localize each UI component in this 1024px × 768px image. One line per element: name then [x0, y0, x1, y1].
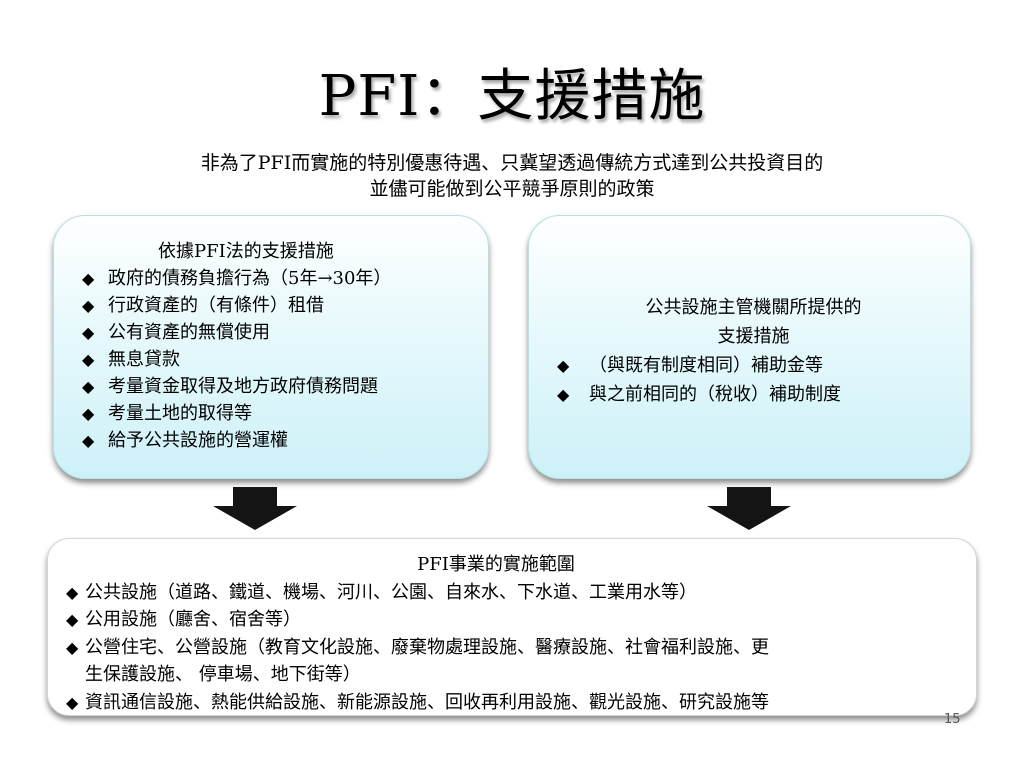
- slide-title: PFI：支援措施: [318, 64, 706, 129]
- list-item: ◆無息貸款: [82, 346, 478, 373]
- diamond-bullet-icon: ◆: [82, 431, 95, 450]
- list-item: ◆（與既有制度相同）補助金等: [557, 351, 950, 380]
- list-item: ◆公營住宅、公營設施（教育文化設施、廢棄物處理設施、醫療設施、社會福利設施、更: [66, 634, 956, 662]
- diamond-bullet-icon: ◆: [557, 356, 570, 375]
- list-item: ◆考量資金取得及地方政府債務問題: [82, 373, 478, 400]
- list-item: ◆公用設施（廳舍、宿舍等）: [66, 606, 956, 634]
- list-item: ◆給予公共設施的營運權: [82, 427, 478, 454]
- list-item-continuation: 生保護設施、 停車場、地下街等）: [85, 664, 361, 685]
- list-item: ◆考量土地的取得等: [82, 400, 478, 427]
- pfi-law-support-heading: 依據PFI法的支援措施: [158, 241, 334, 262]
- implementation-scope-list: ◆公共設施（道路、鐵道、機場、河川、公園、自來水、下水道、工業用水等） ◆公用設…: [66, 579, 956, 717]
- diamond-bullet-icon: ◆: [66, 637, 79, 657]
- agency-support-heading: 公共設施主管機關所提供的 支援措施: [645, 297, 862, 347]
- list-item: ◆與之前相同的（稅收）補助制度: [557, 380, 950, 409]
- list-item: ◆政府的債務負擔行為（5年→30年）: [82, 265, 478, 292]
- page-number: 15: [944, 712, 961, 727]
- diamond-bullet-icon: ◆: [557, 385, 570, 404]
- implementation-scope-heading: PFI事業的實施範圍: [417, 554, 575, 575]
- diamond-bullet-icon: ◆: [66, 610, 79, 629]
- list-item: ◆公共設施（道路、鐵道、機場、河川、公園、自來水、下水道、工業用水等）: [66, 579, 956, 607]
- subtitle-line-2: 並儘可能做到公平競爭原則的政策: [369, 178, 655, 200]
- list-item: ◆行政資產的（有條件）租借: [82, 292, 478, 319]
- agency-support-list: ◆（與既有制度相同）補助金等 ◆與之前相同的（稅收）補助制度: [557, 351, 950, 409]
- implementation-scope-box: PFI事業的實施範圍 ◆公共設施（道路、鐵道、機場、河川、公園、自來水、下水道、…: [47, 538, 977, 716]
- list-item: ◆資訊通信設施、熱能供給設施、新能源設施、回收再利用設施、觀光設施、研究設施等: [66, 689, 956, 717]
- diamond-bullet-icon: ◆: [66, 582, 79, 602]
- diamond-bullet-icon: ◆: [82, 350, 95, 369]
- diamond-bullet-icon: ◆: [82, 296, 95, 315]
- diamond-bullet-icon: ◆: [82, 269, 95, 288]
- pfi-law-support-list: ◆政府的債務負擔行為（5年→30年） ◆行政資產的（有條件）租借 ◆公有資產的無…: [82, 265, 478, 454]
- diamond-bullet-icon: ◆: [82, 377, 95, 396]
- list-item: ◆公有資產的無償使用: [82, 319, 478, 346]
- diamond-bullet-icon: ◆: [66, 692, 79, 712]
- pfi-law-support-box: 依據PFI法的支援措施 ◆政府的債務負擔行為（5年→30年） ◆行政資產的（有條…: [53, 215, 489, 479]
- diamond-bullet-icon: ◆: [82, 323, 95, 342]
- subtitle-line-1: 非為了PFI而實施的特別優惠待遇、只冀望透過傳統方式達到公共投資目的: [200, 152, 824, 174]
- agency-support-box: 公共設施主管機關所提供的 支援措施 ◆（與既有制度相同）補助金等 ◆與之前相同的…: [528, 215, 971, 479]
- diamond-bullet-icon: ◆: [82, 404, 95, 423]
- slide-subtitle: 非為了PFI而實施的特別優惠待遇、只冀望透過傳統方式達到公共投資目的 並儘可能做…: [0, 150, 1024, 202]
